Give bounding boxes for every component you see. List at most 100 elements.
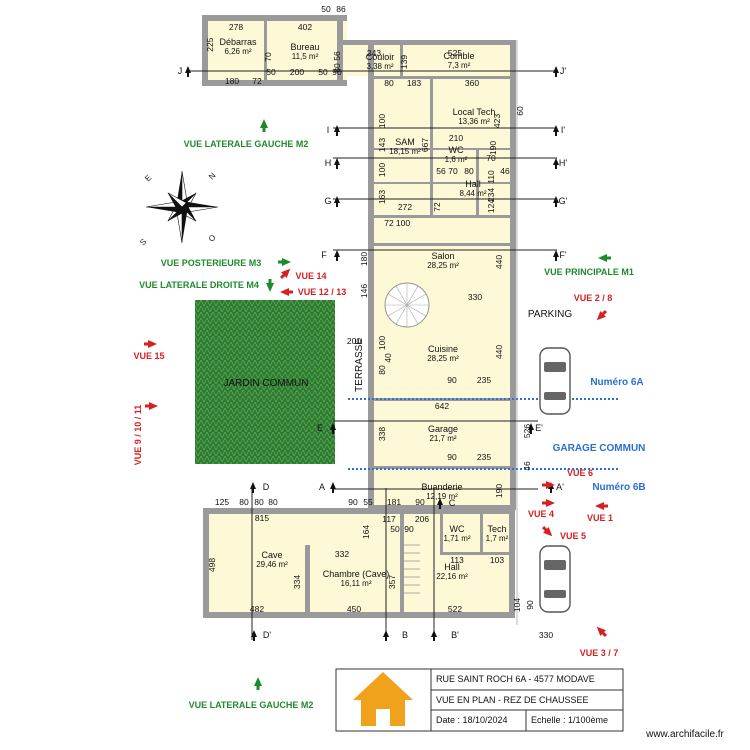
view-arrow — [144, 340, 157, 348]
marker-arrow — [553, 158, 559, 165]
view-arrow — [145, 402, 158, 410]
room-area: 28,25 m² — [427, 261, 459, 270]
zone-label: GARAGE COMMUN — [553, 443, 646, 454]
room-name: Cuisine — [428, 344, 458, 354]
dimension-label: 72 — [384, 218, 394, 228]
dimension-label: 125 — [215, 497, 229, 507]
dimension-label: 100 — [377, 163, 387, 177]
section-marker-label: A — [319, 482, 325, 492]
dimension-label: 498 — [207, 558, 217, 572]
marker-stem — [332, 488, 334, 493]
dimension-label: 180 — [359, 252, 369, 266]
spiral-step — [406, 304, 427, 317]
dimension-label: 357 — [387, 575, 397, 589]
dimension-label: 22 — [205, 42, 215, 52]
view-arrow-shaft — [278, 260, 283, 264]
room-area: 28,25 m² — [427, 354, 459, 363]
section-marker-label: E' — [535, 423, 543, 433]
wall — [509, 508, 515, 618]
dimension-label: 450 — [347, 604, 361, 614]
wall — [203, 612, 515, 618]
room-name: Cave — [261, 550, 282, 560]
marker-stem — [433, 636, 435, 641]
marker-stem — [336, 202, 338, 207]
wall — [337, 15, 343, 85]
dimension-label: 70 — [448, 166, 458, 176]
wall — [368, 40, 374, 510]
view-arrow-head — [149, 402, 158, 410]
dimension-label: 139 — [399, 55, 409, 69]
view-arrow — [542, 499, 555, 507]
dimension-label: 526 — [522, 424, 532, 438]
room-area: 12,19 m² — [426, 492, 458, 501]
dimension-label: 330 — [539, 630, 553, 640]
dimension-label: 338 — [377, 427, 387, 441]
dimension-label: 80 — [377, 365, 387, 375]
room-area: 11,5 m² — [292, 52, 319, 61]
dimension-label: 90 — [447, 452, 457, 462]
marker-stem — [530, 429, 532, 434]
wall — [510, 150, 516, 510]
marker-arrow — [383, 630, 389, 637]
dimension-label: 440 — [494, 255, 504, 269]
room-name: Salon — [431, 251, 454, 261]
marker-arrow — [330, 482, 336, 489]
marker-stem — [253, 636, 255, 641]
view-arrow-shaft — [256, 685, 260, 690]
view-arrow-head — [595, 502, 604, 510]
compass-ray — [146, 207, 182, 213]
section-marker-label: H — [325, 158, 332, 168]
wall — [400, 40, 403, 76]
view-arrow-shaft — [601, 309, 608, 316]
view-label: VUE 4 — [528, 509, 554, 519]
dimension-label: 72 — [252, 76, 262, 86]
room-area: 16,11 m² — [341, 579, 372, 588]
marker-arrow — [250, 482, 256, 489]
title-view: VUE EN PLAN - REZ DE CHAUSSEE — [436, 695, 589, 705]
view-arrow-shaft — [279, 273, 286, 280]
car-windshield — [544, 362, 566, 372]
marker-stem — [385, 636, 387, 641]
view-arrow — [542, 481, 555, 489]
dimension-label: 70 — [263, 52, 273, 62]
view-arrow — [596, 309, 608, 321]
section-marker-label: E — [317, 423, 323, 433]
room-floor — [203, 508, 515, 616]
dimension-label: 482 — [250, 604, 264, 614]
dimension-label: 146 — [359, 284, 369, 298]
wall — [374, 505, 514, 508]
dimension-label: 210 — [449, 133, 463, 143]
view-arrow-head — [596, 626, 606, 636]
view-arrow — [254, 677, 262, 690]
view-label: VUE LATERALE DROITE M4 — [139, 280, 259, 290]
view-label: VUE 14 — [295, 271, 326, 281]
marker-stem — [555, 164, 557, 169]
dimension-label: 272 — [398, 202, 412, 212]
dimension-label: 100 — [377, 336, 387, 350]
room-name: Bureau — [290, 42, 319, 52]
dimension-label: 50 — [321, 4, 331, 14]
dimension-label: 90 — [447, 375, 457, 385]
compass-ray — [167, 192, 187, 208]
dimension-label: 360 — [465, 78, 479, 88]
view-arrow-shaft — [145, 404, 150, 408]
marker-stem — [439, 504, 441, 509]
wall — [440, 514, 443, 554]
section-marker-label: J' — [560, 66, 567, 76]
car-icon — [539, 545, 571, 613]
dimension-label: 642 — [435, 401, 449, 411]
wall — [305, 545, 310, 615]
dimension-label: 815 — [255, 513, 269, 523]
compass-west: O — [207, 233, 218, 244]
wall — [264, 15, 267, 85]
dimension-label: 113 — [450, 555, 464, 565]
marker-stem — [336, 131, 338, 136]
marker-stem — [550, 488, 552, 493]
marker-stem — [332, 429, 334, 434]
dimension-label: 56 — [436, 166, 446, 176]
wall — [440, 552, 513, 555]
